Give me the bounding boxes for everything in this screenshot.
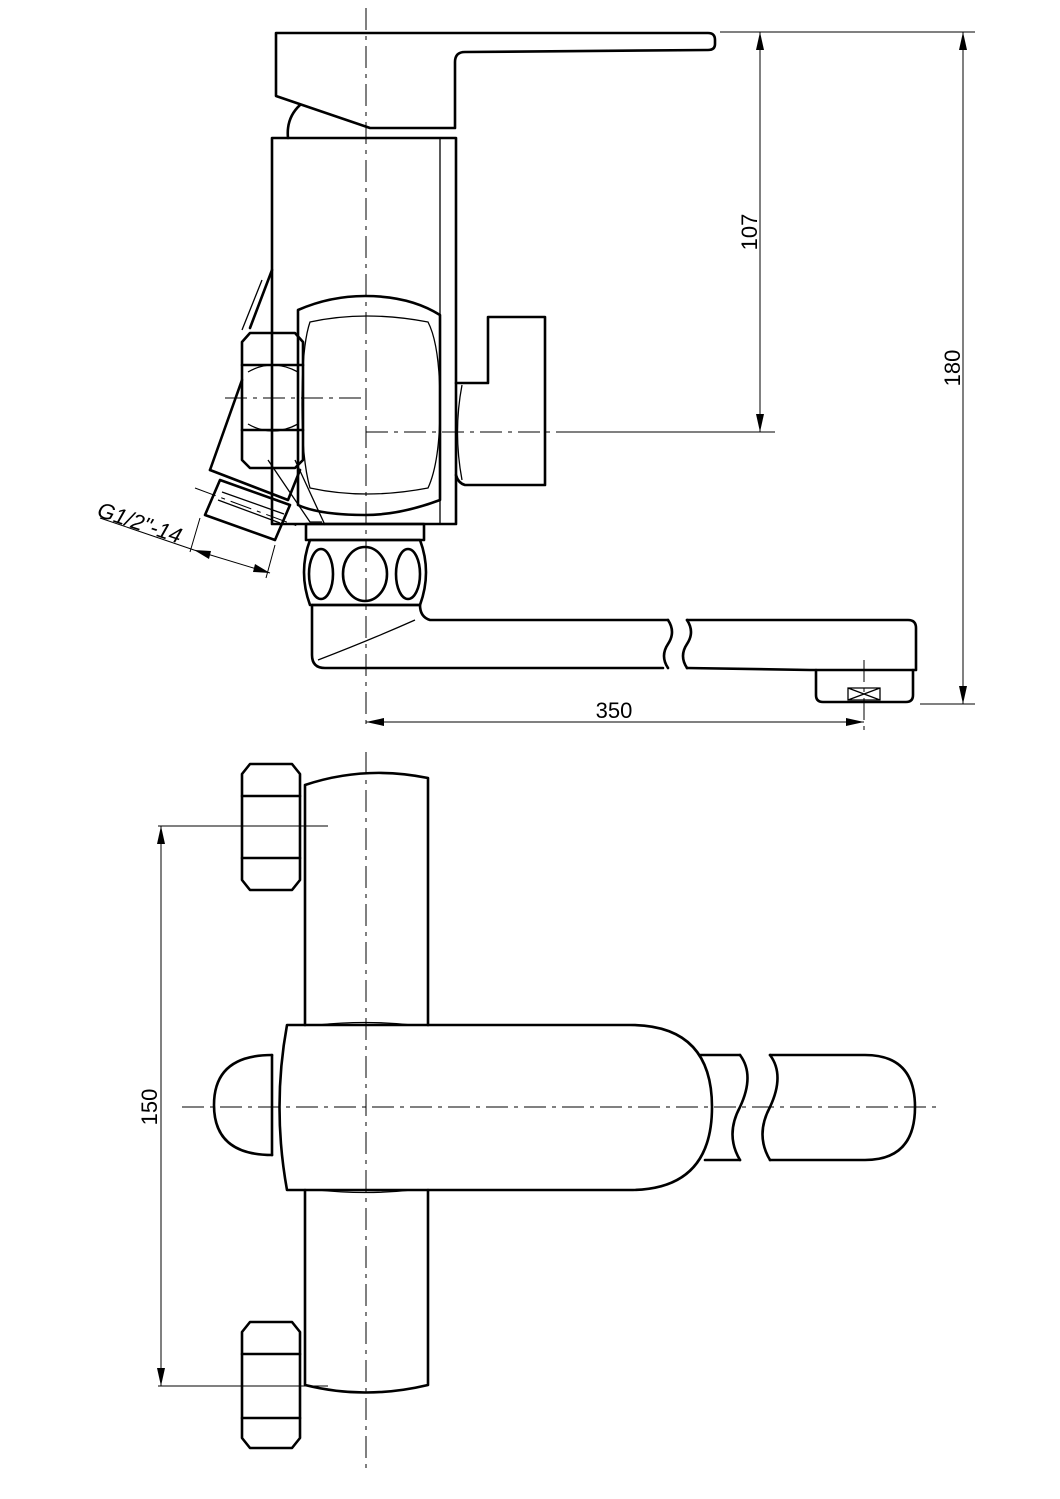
dimension-label-180: 180 (940, 350, 965, 387)
thread-centerline (194, 487, 301, 528)
thread-label: G1/2"-14 (94, 497, 185, 548)
handle-lever (274, 31, 717, 140)
dimension-label-150: 150 (137, 1089, 162, 1126)
dimension-150: 150 (137, 826, 165, 1386)
dimension-350: 350 (366, 698, 864, 726)
dimension-label-107: 107 (737, 214, 762, 251)
handle-cap (212, 1053, 274, 1157)
lower-union-nut (240, 1320, 302, 1450)
body-bar (303, 771, 430, 1394)
threaded-inlet (203, 478, 292, 542)
top-view: 150 (137, 752, 940, 1470)
wall-mount (454, 315, 547, 487)
valve-body (270, 136, 458, 526)
swivel-ring (302, 522, 428, 607)
cartridge-housing (296, 294, 442, 517)
spout (310, 603, 918, 704)
dimension-180: 180 (775, 31, 975, 705)
dimension-107: 107 (560, 31, 775, 433)
valve-housing (278, 1023, 714, 1192)
side-view: 107 180 350 G1/2"-14 (94, 8, 975, 730)
thread-callout: G1/2"-14 (94, 497, 276, 579)
dimension-label-350: 350 (596, 698, 633, 723)
eccentric-connector (208, 268, 326, 526)
upper-union-nut (240, 762, 302, 892)
